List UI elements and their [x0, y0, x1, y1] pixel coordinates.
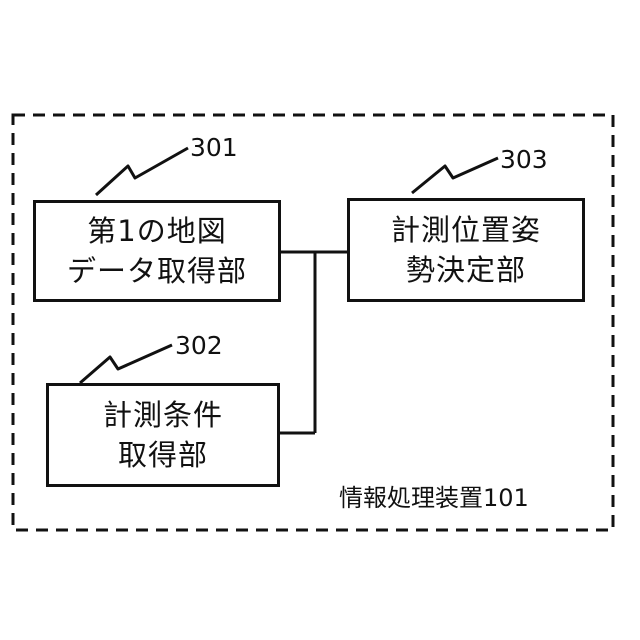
device-label: 情報処理装置101 — [339, 484, 529, 512]
leader-line-302 — [80, 345, 172, 383]
block-label-line: 勢決定部 — [406, 250, 526, 290]
block-label-line: 計測位置姿 — [391, 210, 541, 250]
leader-line-301 — [96, 148, 188, 195]
reference-number-301: 301 — [190, 134, 238, 162]
block-label-line: 取得部 — [118, 435, 208, 475]
block-label-line: データ取得部 — [67, 251, 247, 291]
reference-number-302: 302 — [175, 332, 223, 360]
block-measurement-condition-acquisition: 計測条件 取得部 — [46, 383, 280, 487]
block-measurement-pose-determination: 計測位置姿 勢決定部 — [347, 198, 585, 302]
reference-number-303: 303 — [500, 146, 548, 174]
block-first-map-data-acquisition: 第1の地図 データ取得部 — [33, 200, 281, 302]
block-label-line: 計測条件 — [103, 395, 223, 435]
block-label-line: 第1の地図 — [87, 211, 226, 251]
leader-line-303 — [412, 158, 498, 193]
